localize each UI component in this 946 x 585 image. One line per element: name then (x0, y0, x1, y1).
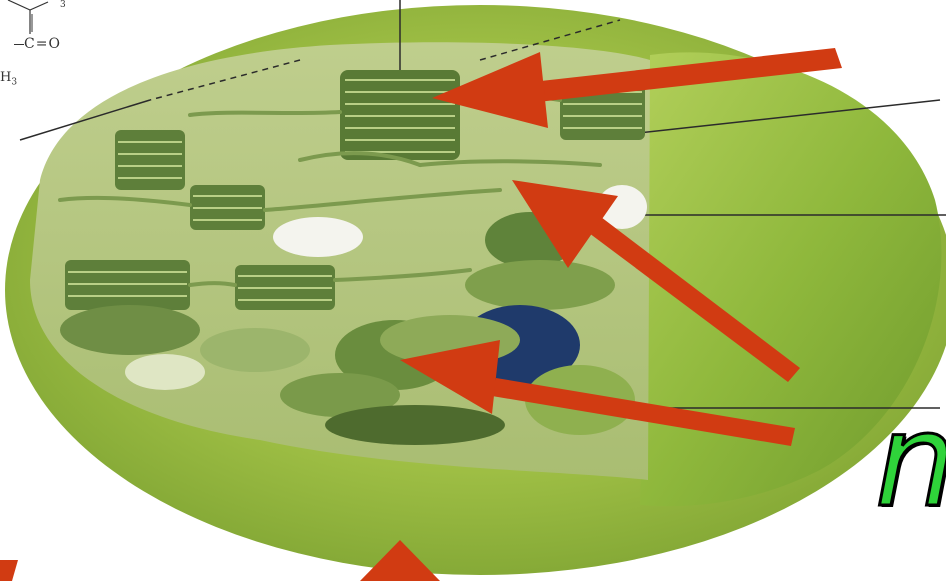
starch-grain-3 (125, 354, 205, 390)
chemical-formula-fragment: 3 C=O H3 (0, 0, 110, 95)
arrow-fragment-left (0, 560, 18, 581)
granum-center (235, 265, 335, 310)
formula-carbonyl: C=O (14, 36, 61, 52)
formula-subscript-top: 3 (60, 0, 66, 10)
caption-fragment: n (875, 398, 946, 526)
granum-mid-left (190, 185, 265, 230)
starch-grain-1 (273, 217, 363, 257)
granum-top-center (340, 70, 460, 160)
formula-methyl: H3 (0, 70, 17, 88)
granum-lower-left (65, 260, 190, 310)
formula-bonds (0, 0, 60, 40)
granum-left (115, 130, 185, 190)
